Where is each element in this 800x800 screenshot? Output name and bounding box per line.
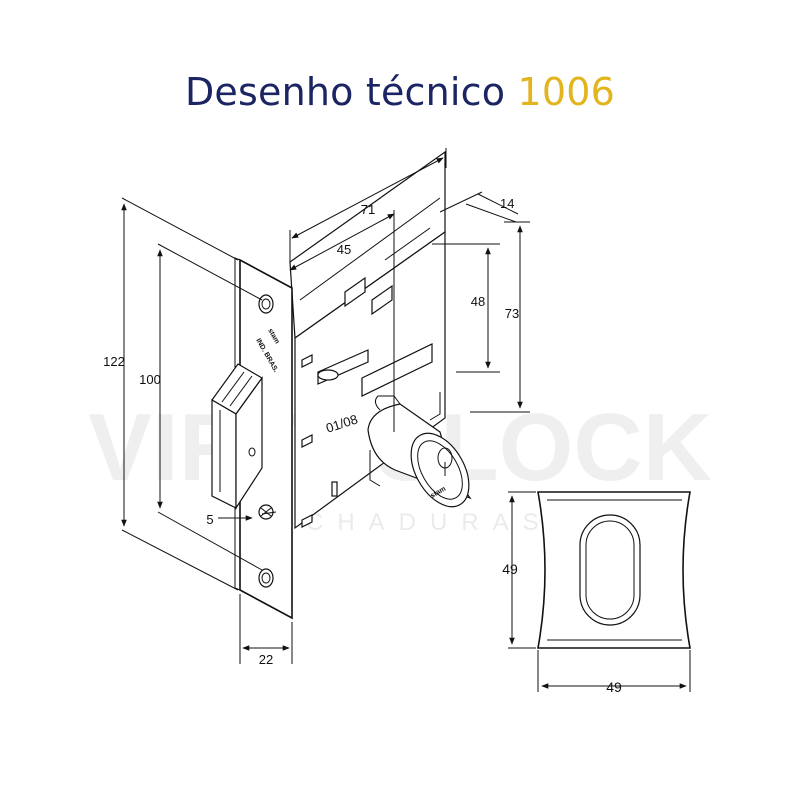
rosette [537, 491, 691, 649]
dim-rosette-height: 49 [502, 561, 518, 577]
dim-cylinder-offset: 14 [500, 196, 514, 211]
rosette-dimensions [508, 491, 691, 692]
dim-depth-total: 71 [361, 202, 375, 217]
watermark-subtitle: FECHADURAS [247, 509, 552, 536]
dim-cylinder-height: 48 [471, 294, 485, 309]
lock-dimensions [121, 148, 530, 664]
title-model-number: 1006 [517, 70, 616, 114]
dim-height-total: 122 [103, 354, 125, 369]
latch-bolt [211, 363, 263, 511]
dim-case-height: 73 [505, 306, 519, 321]
dim-height-inner: 100 [139, 372, 161, 387]
dim-latch-gap: 5 [206, 512, 213, 527]
dim-rosette-width: 49 [606, 679, 622, 695]
page-title: Desenho técnico 1006 [0, 70, 800, 114]
title-main: Desenho técnico [184, 70, 506, 114]
dim-faceplate-width: 22 [259, 652, 273, 667]
screw [258, 504, 274, 520]
dim-backset: 45 [337, 242, 351, 257]
